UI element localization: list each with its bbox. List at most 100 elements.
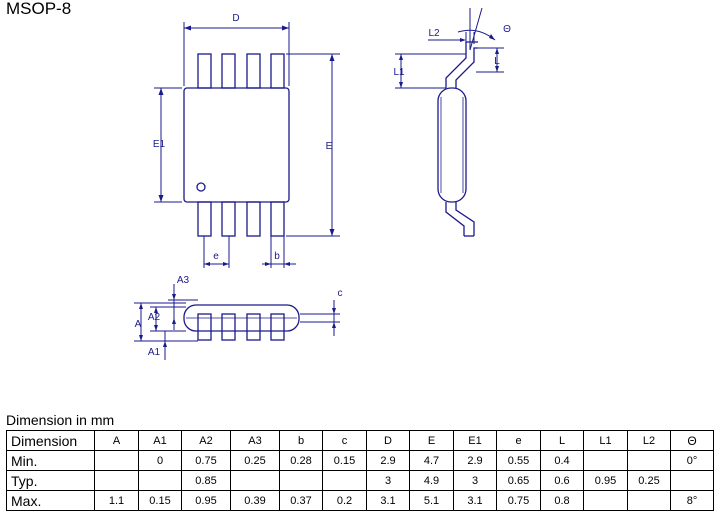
table-cell: 0 [138, 450, 182, 471]
table-cell: 0.39 [230, 490, 280, 511]
label-L2: L2 [428, 28, 440, 39]
table-cell: 3.1 [366, 490, 410, 511]
front-view: A A2 A3 A1 c [134, 275, 343, 360]
table-cell: 0.8 [540, 490, 584, 511]
header-cell: A3 [230, 430, 280, 451]
header-cell: A1 [138, 430, 182, 451]
table-cell [94, 470, 139, 491]
row-label: Min. [6, 450, 95, 471]
table-cell: 0° [670, 450, 714, 471]
label-theta: Θ [503, 24, 511, 35]
package-body-front [183, 304, 300, 332]
table-cell [279, 470, 323, 491]
table-cell: 4.7 [409, 450, 454, 471]
table-cell: 3 [453, 470, 497, 491]
front-pin [197, 313, 212, 341]
header-cell: L1 [583, 430, 628, 451]
header-cell: L [540, 430, 584, 451]
table-cell: 0.55 [496, 450, 541, 471]
pin1-marker [196, 182, 206, 192]
header-cell: E1 [453, 430, 497, 451]
bottom-pin [197, 201, 212, 237]
table-cell [627, 490, 671, 511]
package-body-side [437, 87, 467, 203]
front-pin [246, 313, 261, 341]
table-cell [94, 450, 139, 471]
table-cell [583, 490, 628, 511]
top-pin [246, 53, 261, 89]
label-e: e [213, 251, 219, 262]
table-caption: Dimension in mm [6, 412, 115, 428]
header-cell: e [496, 430, 541, 451]
header-cell: Dimension [6, 430, 95, 451]
table-cell [627, 450, 671, 471]
table-cell: 1.1 [94, 490, 139, 511]
table-cell: 2.9 [453, 450, 497, 471]
table-cell [670, 470, 714, 491]
label-L: L [494, 56, 500, 67]
table-cell: 0.75 [181, 450, 231, 471]
package-body-top [183, 87, 290, 203]
header-cell: A [94, 430, 139, 451]
package-title: MSOP-8 [6, 0, 72, 18]
label-E1: E1 [153, 139, 166, 150]
bottom-pin [270, 201, 285, 237]
table-cell: 0.25 [627, 470, 671, 491]
table-cell: 0.95 [181, 490, 231, 511]
bottom-pin [221, 201, 236, 237]
header-cell: E [409, 430, 454, 451]
label-E: E [326, 141, 333, 152]
table-cell: 0.4 [540, 450, 584, 471]
table-cell: 2.9 [366, 450, 410, 471]
label-A2: A2 [148, 312, 161, 323]
table-row: Max. 1.1 0.15 0.95 0.39 0.37 0.2 3.1 5.1… [6, 490, 714, 511]
table-cell: 0.2 [322, 490, 367, 511]
table-cell: 4.9 [409, 470, 454, 491]
header-cell: Θ [670, 430, 714, 451]
bottom-pin [246, 201, 261, 237]
header-cell: b [279, 430, 323, 451]
label-c: c [338, 288, 343, 299]
label-A3: A3 [177, 275, 190, 286]
table-cell: 0.85 [181, 470, 231, 491]
table-cell [322, 470, 367, 491]
table-cell: 3 [366, 470, 410, 491]
header-cell: c [322, 430, 367, 451]
table-cell: 8° [670, 490, 714, 511]
table-row: Min. 0 0.75 0.25 0.28 0.15 2.9 4.7 2.9 0… [6, 450, 714, 471]
top-pin [197, 53, 212, 89]
table-cell: 0.25 [230, 450, 280, 471]
package-drawing: D E1 E e b [134, 7, 511, 360]
label-L1: L1 [393, 67, 405, 78]
table-cell: 3.1 [453, 490, 497, 511]
header-cell: L2 [627, 430, 671, 451]
table-row: Typ. 0.85 3 4.9 3 0.65 0.6 0.95 0.25 [6, 470, 714, 491]
row-label: Typ. [6, 470, 95, 491]
front-pin [221, 313, 236, 341]
top-pin [270, 53, 285, 89]
front-pin [270, 313, 285, 341]
table-cell: 0.37 [279, 490, 323, 511]
end-view: L2 Θ L L1 [393, 7, 511, 237]
table-cell: 0.6 [540, 470, 584, 491]
table-cell: 0.28 [279, 450, 323, 471]
table-cell [138, 470, 182, 491]
row-label: Max. [6, 490, 95, 511]
top-view: D E1 E e b [153, 13, 340, 268]
table-cell: 0.95 [583, 470, 628, 491]
table-cell: 0.15 [322, 450, 367, 471]
label-b: b [274, 251, 280, 262]
table-cell: 0.65 [496, 470, 541, 491]
table-cell: 0.15 [138, 490, 182, 511]
table-cell [583, 450, 628, 471]
label-A1: A1 [148, 347, 161, 358]
header-cell: D [366, 430, 410, 451]
label-D: D [232, 13, 239, 24]
label-A: A [135, 319, 142, 330]
table-cell: 0.75 [496, 490, 541, 511]
header-cell: A2 [181, 430, 231, 451]
dimension-table: Dimension A A1 A2 A3 b c D E E1 e L L1 L… [6, 430, 714, 511]
table-cell [230, 470, 280, 491]
top-pin [221, 53, 236, 89]
table-cell: 5.1 [409, 490, 454, 511]
